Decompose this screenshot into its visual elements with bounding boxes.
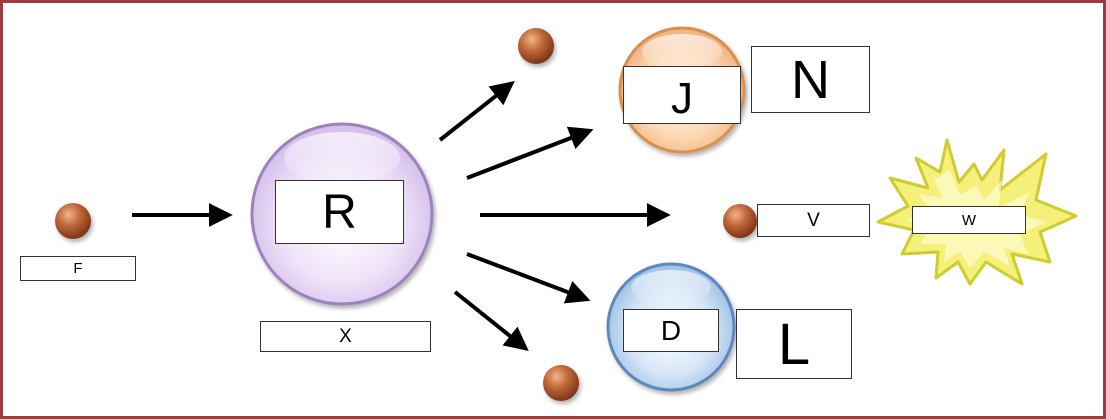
arrow-r-to-particle-top xyxy=(438,81,515,142)
particle-top xyxy=(518,28,554,64)
label-w: W xyxy=(912,206,1026,234)
label-d: D xyxy=(623,309,719,352)
label-r: R xyxy=(275,180,404,244)
particle-bottom xyxy=(543,365,579,401)
label-x: X xyxy=(260,321,431,352)
label-l: L xyxy=(736,309,852,379)
label-v: V xyxy=(757,204,870,237)
arrow-r-to-d xyxy=(466,252,591,304)
particle-f xyxy=(55,203,91,239)
label-f: F xyxy=(20,256,136,281)
arrow-r-to-particle-bottom xyxy=(453,290,529,351)
label-n: N xyxy=(751,46,870,113)
particle-v xyxy=(723,204,757,238)
label-j: J xyxy=(623,66,741,124)
arrow-r-to-j xyxy=(466,126,594,180)
